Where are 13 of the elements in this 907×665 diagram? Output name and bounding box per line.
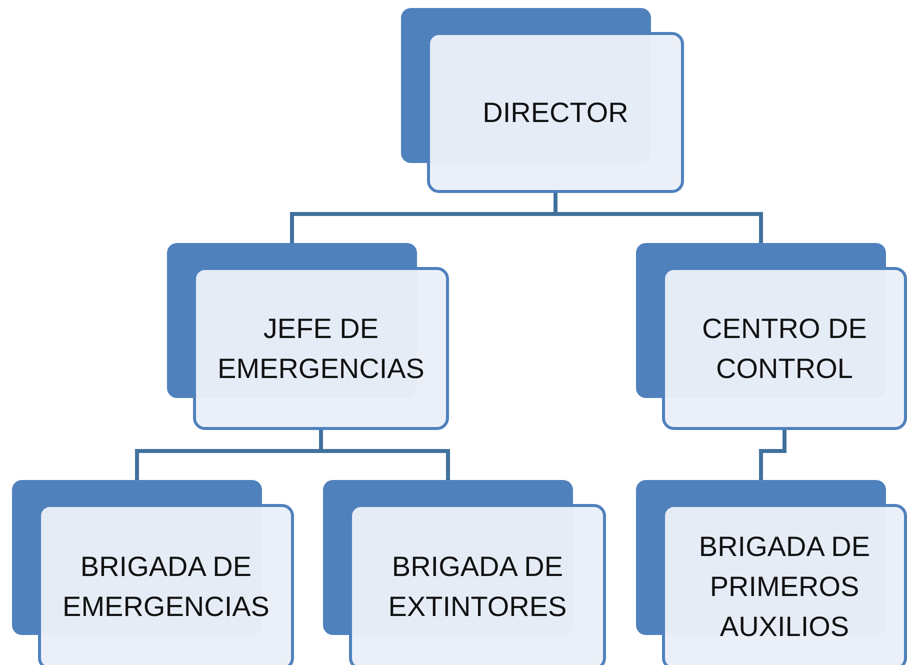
org-box	[12, 480, 294, 665]
box-label: CENTRO DE CONTROL	[701, 312, 868, 386]
connector-line	[759, 430, 786, 480]
box-label: JEFE DE EMERGENCIAS	[216, 312, 426, 386]
org-box	[401, 8, 684, 193]
org-box	[323, 480, 606, 665]
box-label: BRIGADA DE EXTINTORES	[387, 550, 568, 624]
org-box	[167, 243, 449, 430]
box-label: DIRECTOR	[482, 96, 630, 130]
org-box	[636, 480, 907, 665]
org-box	[636, 243, 907, 430]
box-label: BRIGADA DE EMERGENCIAS	[62, 550, 270, 624]
box-label: BRIGADA DE PRIMEROS AUXILIOS	[698, 530, 872, 644]
